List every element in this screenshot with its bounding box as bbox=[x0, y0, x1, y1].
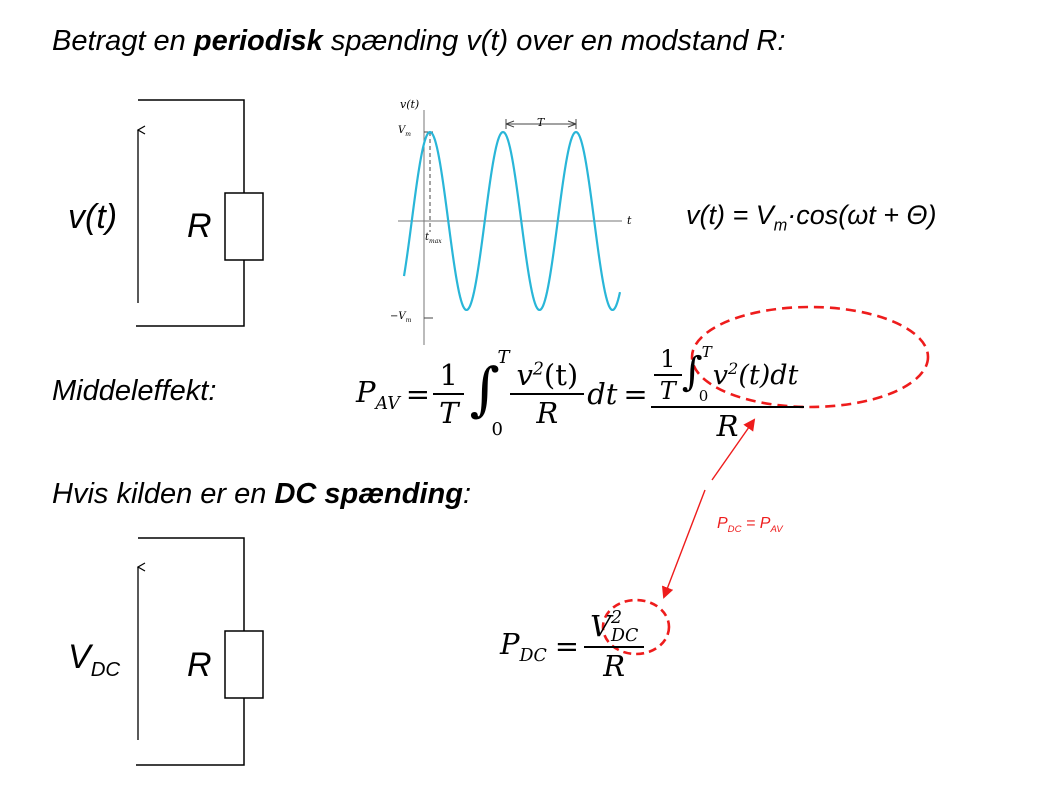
tmax-label: tmax bbox=[425, 232, 442, 245]
highlight-ellipse-integral bbox=[690, 305, 930, 409]
dc-circuit bbox=[136, 537, 264, 766]
waveform-y-label: v(t) bbox=[400, 98, 420, 111]
resistor-label-dc: R bbox=[187, 646, 212, 684]
neg-vm-label: −Vm bbox=[390, 311, 412, 324]
equality-arrow-down bbox=[661, 489, 706, 599]
highlight-ellipse-vdc bbox=[601, 598, 671, 656]
equation-cos: v(t) = Vm·cos(ωt + Θ) bbox=[686, 200, 937, 235]
annotation-pdc-equals-pav: PDC = PAV bbox=[717, 515, 783, 536]
page-title: Betragt en periodisk spænding v(t) over … bbox=[52, 25, 786, 57]
wave-curve bbox=[402, 130, 622, 312]
dc-heading: Hvis kilden er en DC spænding: bbox=[52, 478, 471, 510]
ac-circuit bbox=[136, 99, 264, 327]
voltage-label-ac: v(t) bbox=[68, 198, 118, 236]
equality-arrow-up bbox=[711, 418, 756, 481]
resistor-ac bbox=[224, 192, 264, 261]
cosine-waveform bbox=[398, 110, 622, 345]
period-label: T bbox=[537, 116, 545, 129]
middeleffekt-label: Middeleffekt: bbox=[52, 375, 217, 407]
voltage-label-dc: VDC bbox=[68, 638, 121, 681]
t-axis-label: t bbox=[627, 214, 632, 227]
vm-label: Vm bbox=[398, 125, 411, 138]
resistor-dc bbox=[224, 630, 264, 699]
resistor-label-ac: R bbox=[187, 207, 212, 245]
annotation-group bbox=[601, 305, 930, 656]
